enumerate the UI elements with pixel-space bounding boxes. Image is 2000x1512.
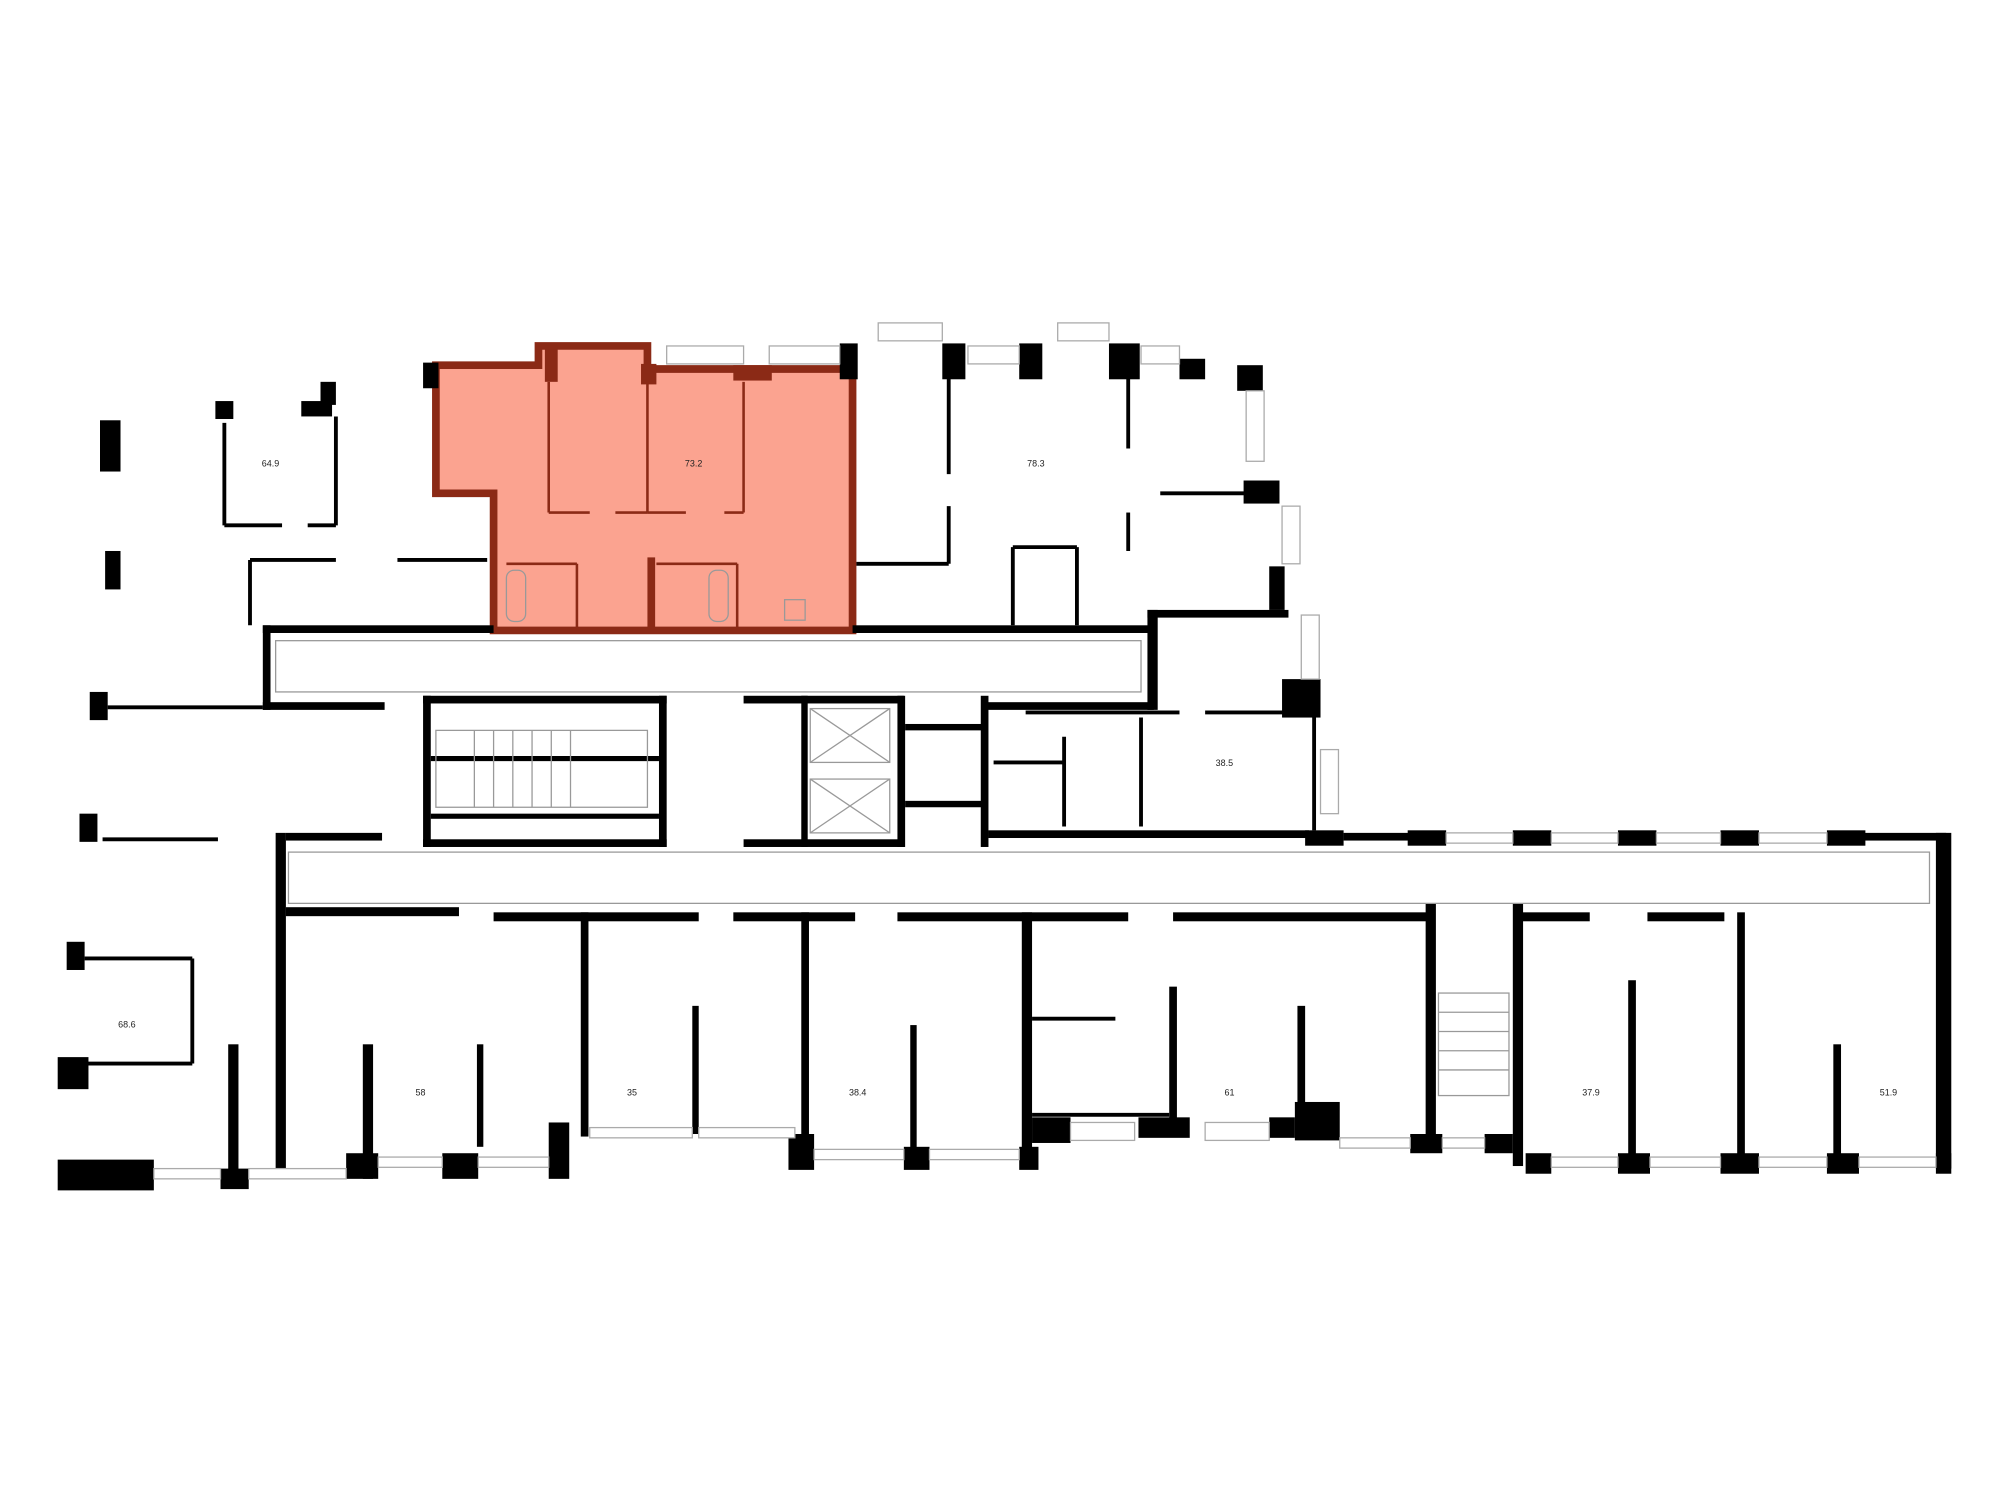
unit-area-label: 61 <box>1224 1088 1234 1098</box>
area-labels: 64.9 73.2 78.3 38.5 68.6 58 35 38.4 61 3… <box>118 458 1897 1097</box>
unit-area-label: 37.9 <box>1582 1088 1599 1098</box>
unit-area-label: 64.9 <box>262 458 279 468</box>
apartment-73-2-highlight[interactable] <box>432 342 857 635</box>
unit-area-label: 51.9 <box>1880 1088 1897 1098</box>
unit-area-label-selected: 73.2 <box>685 458 702 468</box>
unit-area-label: 68.6 <box>118 1020 135 1030</box>
unit-area-label: 38.5 <box>1216 758 1233 768</box>
unit-area-label: 35 <box>627 1088 637 1098</box>
building-walls <box>57 322 1952 1191</box>
unit-area-label: 58 <box>416 1088 426 1098</box>
unit-area-label: 78.3 <box>1027 458 1044 468</box>
unit-area-label: 38.4 <box>849 1088 866 1098</box>
